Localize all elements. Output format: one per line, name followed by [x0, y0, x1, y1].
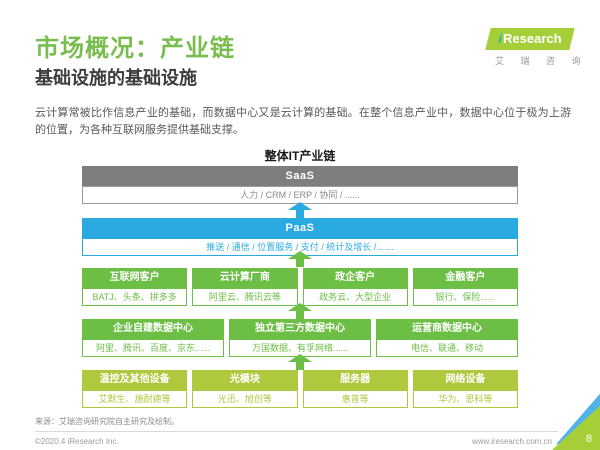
- chain-box-label: 温控及其他设备: [82, 370, 188, 390]
- saas-layer-header: SaaS: [82, 166, 518, 186]
- chain-box-label: 云计算厂商: [192, 268, 298, 288]
- chain-box-label: 金融客户: [412, 268, 518, 288]
- footer-copyright: ©2020.4 iResearch Inc.: [35, 437, 119, 446]
- chain-box-items: 惠普等: [302, 390, 408, 408]
- page-corner-badge: 8: [550, 392, 600, 450]
- chain-row-customers: 互联网客户 BATJ、头条、拼多多 云计算厂商 阿里云、腾讯云等 政企客户 政务…: [82, 268, 518, 306]
- chain-box-internet-customers: 互联网客户 BATJ、头条、拼多多: [82, 268, 188, 306]
- chain-box-servers: 服务器 惠普等: [302, 370, 408, 408]
- up-arrow-icon: [288, 251, 312, 267]
- chain-box-label: 运营商数据中心: [376, 319, 518, 339]
- chain-box-items: 阿里、腾讯、百度、京东......: [82, 339, 224, 357]
- chain-box-items: BATJ、头条、拼多多: [82, 288, 188, 306]
- chain-box-label: 政企客户: [302, 268, 408, 288]
- page-number: 8: [585, 433, 592, 445]
- chain-box-items: 阿里云、腾讯云等: [192, 288, 298, 306]
- chain-box-optical-modules: 光模块 光迅、旭创等: [192, 370, 298, 408]
- chain-box-items: 电信、联通、移动: [376, 339, 518, 357]
- iresearch-logo-chinese: 艾 瑞 咨 询: [495, 56, 588, 66]
- chain-box-items: 艾默生、施耐德等: [82, 390, 188, 408]
- chain-row-equipment: 温控及其他设备 艾默生、施耐德等 光模块 光迅、旭创等 服务器 惠普等 网络设备…: [82, 370, 518, 408]
- up-arrow-icon: [288, 354, 312, 370]
- diagram-title: 整体IT产业链: [264, 149, 336, 163]
- chain-box-finance-customers: 金融客户 银行、保险......: [412, 268, 518, 306]
- page-title: 市场概况：产业链: [35, 35, 235, 62]
- iresearch-logo-flag: iResearch: [488, 28, 572, 50]
- corner-green-triangle: [552, 405, 600, 450]
- chain-box-items: 华为、思科等: [412, 390, 518, 408]
- chain-box-items: 政务云、大型企业: [302, 288, 408, 306]
- iresearch-logo: iResearch 艾 瑞 咨 询: [488, 28, 588, 67]
- iresearch-logo-text: iResearch: [498, 31, 561, 46]
- logo-wordmark: Research: [503, 31, 562, 46]
- chain-box-gov-enterprise-customers: 政企客户 政务云、大型企业: [302, 268, 408, 306]
- chain-box-network-equipment: 网络设备 华为、思科等: [412, 370, 518, 408]
- paas-layer-header: PaaS: [82, 218, 518, 238]
- logo-i-glyph: i: [498, 31, 503, 46]
- up-arrow-icon: [288, 202, 312, 218]
- chain-box-carrier-dc: 运营商数据中心 电信、联通、移动: [376, 319, 518, 357]
- chain-box-self-built-dc: 企业自建数据中心 阿里、腾讯、百度、京东......: [82, 319, 224, 357]
- chain-box-third-party-dc: 独立第三方数据中心 万国数据、有孚网络......: [229, 319, 371, 357]
- section-subtitle: 基础设施的基础设施: [35, 68, 197, 88]
- chain-box-items: 光迅、旭创等: [192, 390, 298, 408]
- up-arrow-icon: [288, 303, 312, 319]
- chain-box-items: 银行、保险......: [412, 288, 518, 306]
- chain-box-label: 光模块: [192, 370, 298, 390]
- chain-box-label: 网络设备: [412, 370, 518, 390]
- chain-box-label: 独立第三方数据中心: [229, 319, 371, 339]
- chain-box-label: 企业自建数据中心: [82, 319, 224, 339]
- chain-box-cloud-vendors: 云计算厂商 阿里云、腾讯云等: [192, 268, 298, 306]
- body-paragraph: 云计算常被比作信息产业的基础，而数据中心又是云计算的基础。在整个信息产业中，数据…: [35, 107, 571, 137]
- chain-box-label: 互联网客户: [82, 268, 188, 288]
- footer-website: www.iresearch.com.cn: [471, 437, 552, 446]
- source-note: 来源：艾瑞咨询研究院自主研究及绘制。: [35, 417, 179, 426]
- chain-box-label: 服务器: [302, 370, 408, 390]
- chain-box-cooling-equipment: 温控及其他设备 艾默生、施耐德等: [82, 370, 188, 408]
- footer-divider: [35, 431, 558, 432]
- chain-row-datacenters: 企业自建数据中心 阿里、腾讯、百度、京东...... 独立第三方数据中心 万国数…: [82, 319, 518, 357]
